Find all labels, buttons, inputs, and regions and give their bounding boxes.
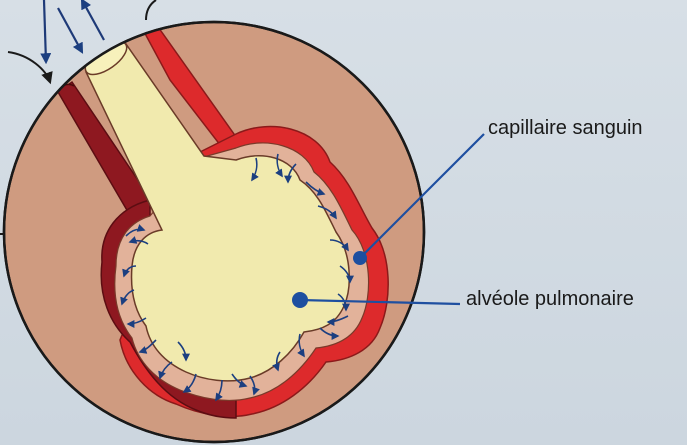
label-capillaire-sanguin: capillaire sanguin — [488, 117, 643, 140]
arteriole-opening — [140, 23, 158, 30]
external-flow-arrows — [44, 0, 104, 62]
label-alveole-pulmonaire: alvéole pulmonaire — [466, 288, 634, 311]
dot-icon — [292, 292, 308, 308]
curved-flow-arrow — [8, 52, 50, 82]
curved-flow-arrow-top — [146, 0, 156, 20]
dot-icon — [353, 251, 367, 265]
